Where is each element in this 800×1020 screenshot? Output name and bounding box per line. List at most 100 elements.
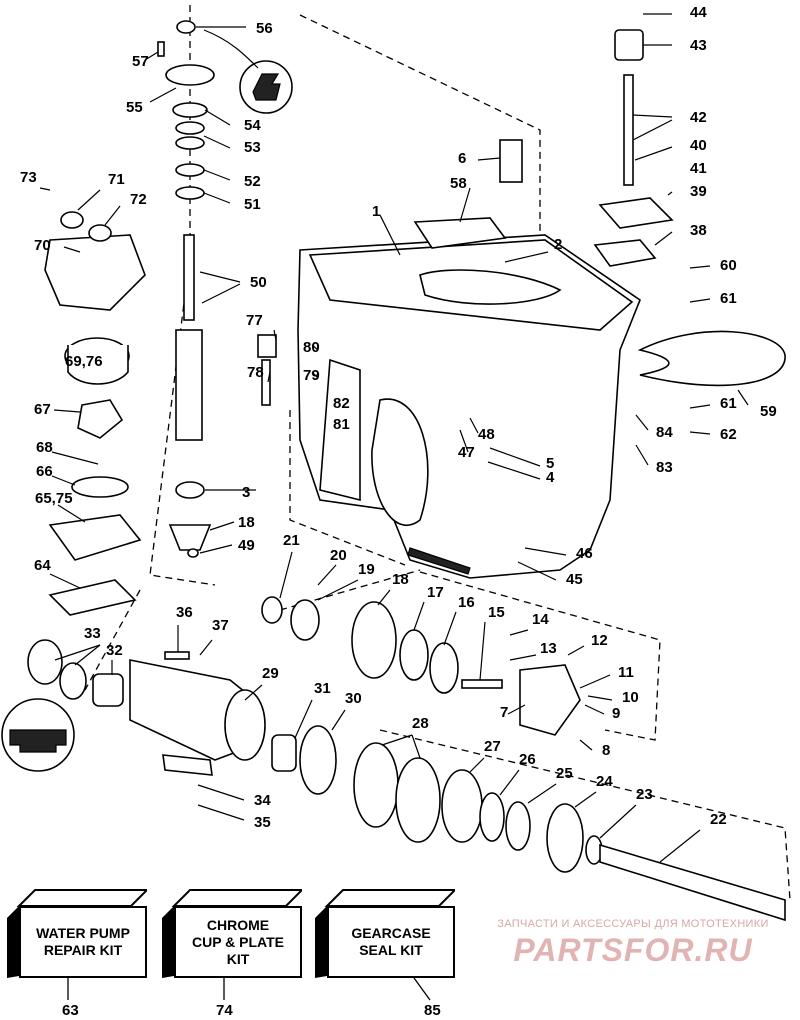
watermark-caption: ЗАПЧАСТИ И АКСЕССУАРЫ ДЛЯ МОТОТЕХНИКИ	[497, 918, 769, 930]
part-callout-65-75: 65,75	[35, 490, 73, 507]
part-callout-35: 35	[254, 814, 271, 831]
part-callout-78: 78	[247, 364, 264, 381]
part-callout-52: 52	[244, 173, 261, 190]
kit-leader-gearcase-seal	[413, 978, 431, 1001]
kit-box-chrome-cup: CHROME CUP & PLATE KIT	[160, 888, 310, 980]
kit-number-chrome-cup: 74	[216, 1002, 233, 1019]
part-callout-1: 1	[372, 203, 380, 220]
part-callout-67: 67	[34, 401, 51, 418]
tool-inset-circles	[1, 60, 293, 772]
part-callout-39: 39	[690, 183, 707, 200]
part-callout-48: 48	[478, 426, 495, 443]
gearcase-housing	[297, 234, 641, 579]
kit-number-water-pump: 63	[62, 1002, 79, 1019]
part-callout-30: 30	[345, 690, 362, 707]
part-callout-3: 3	[242, 484, 250, 501]
part-callout-42: 42	[690, 109, 707, 126]
kit-label-chrome-cup: CHROME CUP & PLATE KIT	[174, 906, 302, 978]
kit-box-gearcase-seal: GEARCASE SEAL KIT	[313, 888, 463, 980]
part-callout-62: 62	[720, 426, 737, 443]
part-callout-51: 51	[244, 196, 261, 213]
part-callout-28: 28	[412, 715, 429, 732]
part-callout-6: 6	[458, 150, 466, 167]
part-callout-44: 44	[690, 4, 707, 21]
part-callout-24: 24	[596, 773, 613, 790]
part-callout-32: 32	[106, 642, 123, 659]
part-callout-25: 25	[556, 765, 573, 782]
callout-labels: 4443424041393860615961628483565755545352…	[20, 4, 777, 831]
kit-box-3d-top	[171, 889, 302, 907]
part-callout-79: 79	[303, 367, 320, 384]
part-callout-81: 81	[333, 416, 350, 433]
part-callout-68: 68	[36, 439, 53, 456]
part-callout-37: 37	[212, 617, 229, 634]
part-callout-59: 59	[760, 403, 777, 420]
kit-box-3d-top	[324, 889, 455, 907]
kit-number-gearcase-seal: 85	[424, 1002, 441, 1019]
part-callout-84: 84	[656, 424, 673, 441]
part-callout-50: 50	[250, 274, 267, 291]
part-callout-61: 61	[720, 290, 737, 307]
part-callout-45: 45	[566, 571, 583, 588]
part-callout-8: 8	[602, 742, 610, 759]
part-callout-40: 40	[690, 137, 707, 154]
part-callout-57: 57	[132, 53, 149, 70]
part-callout-83: 83	[656, 459, 673, 476]
part-callout-27: 27	[484, 738, 501, 755]
part-callout-38: 38	[690, 222, 707, 239]
part-callout-26: 26	[519, 751, 536, 768]
kit-leader-water-pump	[67, 978, 69, 1000]
part-callout-31: 31	[314, 680, 331, 697]
part-callout-20: 20	[330, 547, 347, 564]
kit-label-gearcase-seal: GEARCASE SEAL KIT	[327, 906, 455, 978]
part-callout-9: 9	[612, 705, 620, 722]
leader-lines	[39, 13, 749, 863]
drive-shaft-stack	[157, 20, 215, 558]
part-callout-77: 77	[246, 312, 263, 329]
part-callout-19: 19	[358, 561, 375, 578]
part-callout-64: 64	[34, 557, 51, 574]
part-callout-22: 22	[710, 811, 727, 828]
part-callout-49: 49	[238, 537, 255, 554]
part-callout-58: 58	[450, 175, 467, 192]
part-callout-2: 2	[554, 236, 562, 253]
prop-shaft-assembly	[27, 596, 786, 922]
part-callout-56: 56	[256, 20, 273, 37]
part-callout-41: 41	[690, 160, 707, 177]
part-callout-12: 12	[591, 632, 608, 649]
part-callout-70: 70	[34, 237, 51, 254]
part-callout-15: 15	[488, 604, 505, 621]
part-callout-17: 17	[427, 584, 444, 601]
kit-box-3d-side	[315, 906, 327, 978]
part-callout-46: 46	[576, 545, 593, 562]
part-callout-11: 11	[618, 664, 634, 681]
part-callout-53: 53	[244, 139, 261, 156]
part-callout-29: 29	[262, 665, 279, 682]
part-callout-33: 33	[84, 625, 101, 642]
part-callout-72: 72	[130, 191, 147, 208]
part-callout-18: 18	[392, 571, 409, 588]
part-callout-13: 13	[540, 640, 557, 657]
part-callout-23: 23	[636, 786, 653, 803]
part-callout-43: 43	[690, 37, 707, 54]
watermark-logo: PARTSFOR.RU	[513, 932, 753, 968]
part-callout-18: 18	[238, 514, 255, 531]
part-callout-60: 60	[720, 257, 737, 274]
part-callout-7: 7	[500, 704, 508, 721]
part-callout-55: 55	[126, 99, 143, 116]
kit-label-water-pump: WATER PUMP REPAIR KIT	[19, 906, 147, 978]
part-callout-82: 82	[333, 395, 350, 412]
part-callout-71: 71	[108, 171, 125, 188]
kit-leader-chrome-cup	[223, 978, 225, 1000]
part-callout-73: 73	[20, 169, 37, 186]
kit-box-3d-side	[162, 906, 174, 978]
kit-box-3d-top	[16, 889, 147, 907]
part-callout-21: 21	[283, 532, 300, 549]
part-callout-16: 16	[458, 594, 475, 611]
part-callout-80: 80	[303, 339, 320, 356]
part-callout-4: 4	[546, 469, 555, 486]
part-callout-61: 61	[720, 395, 737, 412]
part-callout-54: 54	[244, 117, 261, 134]
part-callout-10: 10	[622, 689, 639, 706]
